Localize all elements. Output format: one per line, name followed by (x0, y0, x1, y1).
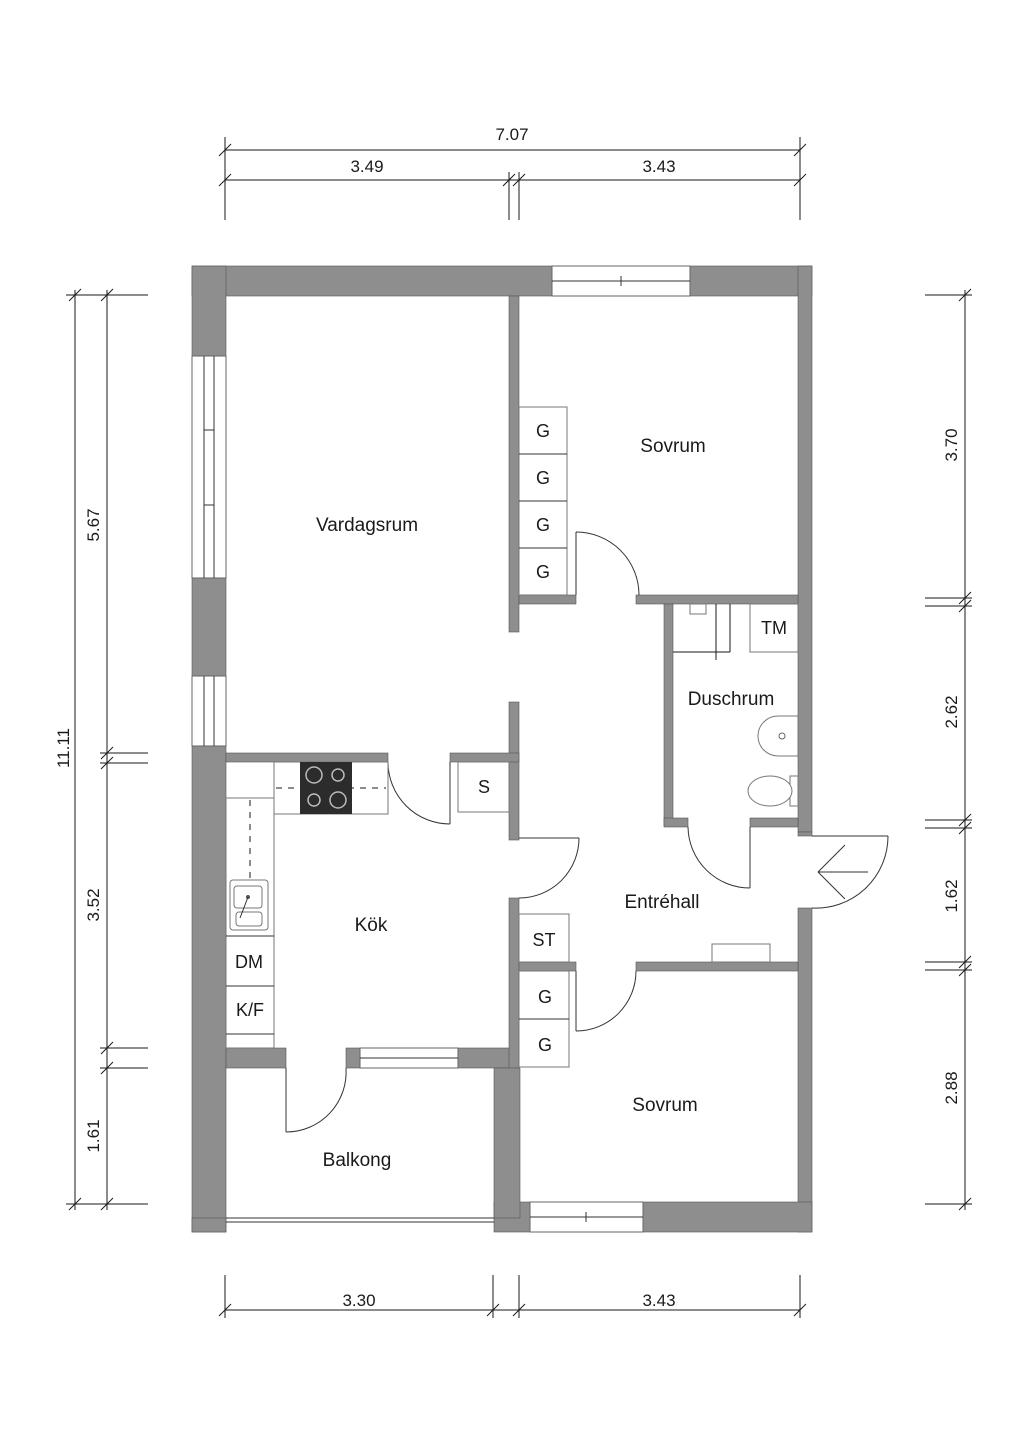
dim-bottom-left: 3.30 (342, 1291, 375, 1310)
walls (191, 265, 813, 1233)
fixture-g-2: G (536, 468, 550, 488)
room-sovrum-top: Sovrum (640, 436, 705, 457)
dimension-lines (66, 137, 972, 1318)
fixture-tm: TM (761, 618, 787, 638)
dim-left-lower: 1.61 (84, 1119, 103, 1152)
doors (285, 531, 889, 1133)
room-vardagsrum: Vardagsrum (316, 515, 418, 536)
dim-right-3: 1.62 (942, 879, 961, 912)
fixture-dm: DM (235, 952, 263, 972)
dim-bottom-right: 3.43 (642, 1291, 675, 1310)
room-sovrum-bottom: Sovrum (632, 1095, 697, 1116)
fixture-kf: K/F (236, 1000, 264, 1020)
fixtures (225, 406, 799, 1068)
windows (191, 265, 691, 1233)
dim-left-upper: 5.67 (84, 508, 103, 541)
dim-right-1: 3.70 (942, 428, 961, 461)
fixture-s: S (478, 777, 490, 797)
room-entrehall: Entréhall (625, 892, 700, 913)
fixture-g-6: G (538, 1035, 552, 1055)
room-kok: Kök (355, 915, 388, 936)
room-duschrum: Duschrum (688, 689, 775, 710)
fixture-g-5: G (538, 987, 552, 1007)
fixture-g-3: G (536, 515, 550, 535)
dim-right-4: 2.88 (942, 1071, 961, 1104)
dim-top-left: 3.49 (350, 157, 383, 176)
dim-right-2: 2.62 (942, 695, 961, 728)
fixture-g-1: G (536, 421, 550, 441)
dim-top-right: 3.43 (642, 157, 675, 176)
room-balkong: Balkong (323, 1150, 392, 1171)
dim-top-total: 7.07 (495, 125, 528, 144)
dim-left-middle: 3.52 (84, 888, 103, 921)
fixture-st: ST (532, 930, 555, 950)
dim-left-total: 11.11 (54, 728, 73, 768)
fixture-g-4: G (536, 562, 550, 582)
